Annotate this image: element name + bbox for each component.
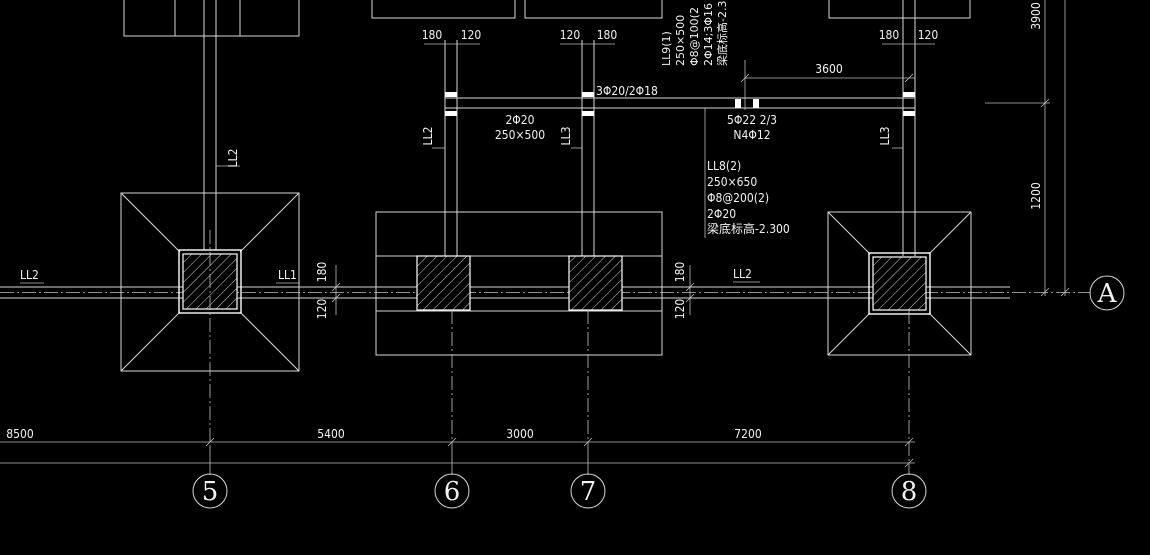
dim-8500: 8500: [6, 427, 34, 441]
dim-180-axis8: 180: [879, 28, 900, 42]
dim-120-right: 120: [673, 299, 687, 320]
dim-7200: 7200: [734, 427, 762, 441]
beam-label-ll3-axis8: LL3: [878, 127, 892, 146]
beam-label-ll3-axis7: LL3: [559, 127, 573, 146]
right-dimensions: [985, 0, 1070, 297]
beam-label-ll1: LL1: [278, 268, 297, 282]
ll8-line-3: Φ8@200(2): [707, 191, 769, 205]
dim-3900: 3900: [1029, 2, 1043, 30]
dim-120-axis7: 120: [560, 28, 581, 42]
axis-label-7: 7: [580, 477, 597, 507]
beam-label-ll2-left: LL2: [20, 268, 39, 282]
beam-label-ll2-right: LL2: [733, 267, 752, 281]
beam-mid-rebar: 5Φ22 2/3: [727, 113, 777, 127]
beam-label-ll2-axis6: LL2: [421, 127, 435, 146]
beam-ll2-bottom-rebar: 2Φ20: [505, 113, 534, 127]
dim-120-left: 120: [315, 299, 329, 320]
bottom-dimensions: [0, 437, 915, 468]
axis-bubble-a: [1089, 275, 1125, 311]
dim-120-axis8: 120: [918, 28, 939, 42]
ll9-line-1: LL9(1): [660, 31, 673, 66]
dim-3000: 3000: [506, 427, 534, 441]
ll9-line-2: 250×500: [674, 15, 687, 66]
axis-bubbles: 5 6 7 8 A: [192, 275, 1125, 509]
axis-bubble-6: [434, 473, 470, 509]
beam-ll2-ll3-top: [445, 92, 915, 116]
dim-180-left: 180: [315, 262, 329, 283]
dim-5400: 5400: [317, 427, 345, 441]
ll8-line-1: LL8(2): [707, 159, 741, 173]
beam-label-ll2-axis5: LL2: [226, 149, 240, 168]
footing-axis-8: [827, 211, 972, 356]
beam-labels: LL2 LL2 LL1 LL2 LL2 LL3 LL3 3Φ20/2Φ18 2Φ…: [20, 1, 892, 282]
axis-label-a: A: [1097, 279, 1118, 309]
axis-label-8: 8: [901, 477, 918, 507]
ll9-line-5: 梁底标高-2.3: [715, 1, 729, 66]
beam-ll2-size: 250×500: [495, 128, 545, 142]
wall-width-ticks: [331, 43, 935, 315]
dim-3600-text: 3600: [815, 62, 843, 76]
ll8-line-4: 2Φ20: [707, 207, 736, 221]
dim-180-axis6: 180: [422, 28, 443, 42]
axis-label-6: 6: [444, 477, 461, 507]
axis-lines: [209, 230, 910, 475]
dim-120-axis6: 120: [461, 28, 482, 42]
leaders: [20, 108, 903, 284]
dim-1200: 1200: [1029, 182, 1043, 210]
footing-axis-6-7: [375, 211, 663, 356]
axis-label-5: 5: [202, 477, 219, 507]
ll9-line-3: Φ8@100(2: [688, 7, 701, 66]
axis-bubble-7: [570, 473, 606, 509]
ll9-line-4: 2Φ14;3Φ16: [702, 3, 715, 66]
dim-3600: [740, 60, 915, 110]
top-partial-footings: [123, 0, 971, 37]
beam-mid-waist: N4Φ12: [733, 128, 770, 142]
beam-top-rebar: 3Φ20/2Φ18: [596, 84, 658, 98]
dim-180-axis7: 180: [597, 28, 618, 42]
dim-180-right: 180: [673, 262, 687, 283]
axis-bubble-8: [891, 473, 927, 509]
ll8-line-5: 梁底标高-2.300: [707, 221, 790, 236]
axis-bubble-5: [192, 473, 228, 509]
ll8-line-2: 250×650: [707, 175, 757, 189]
dimension-text: 8500 5400 3000 7200 3600 180 120 120 180…: [6, 2, 1043, 441]
